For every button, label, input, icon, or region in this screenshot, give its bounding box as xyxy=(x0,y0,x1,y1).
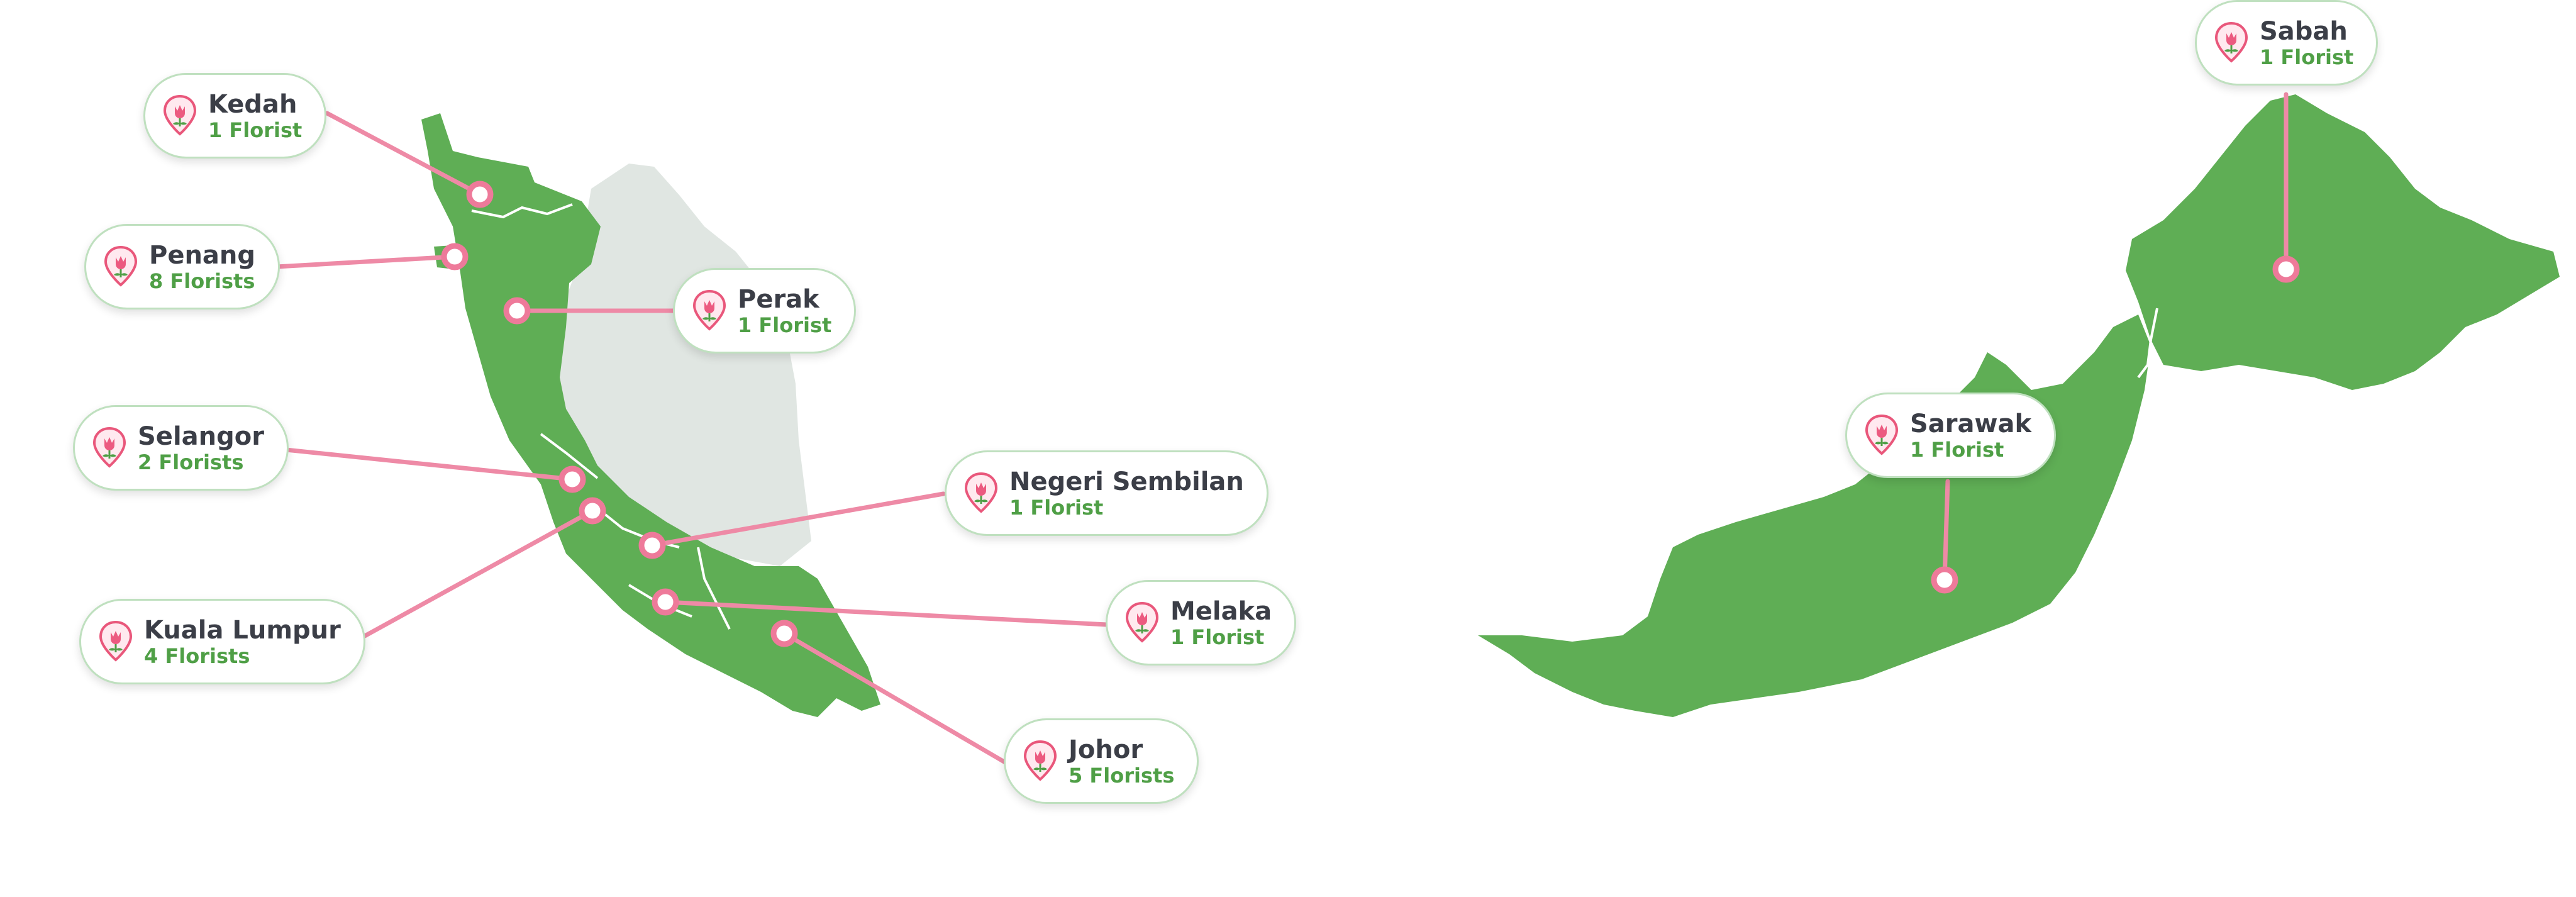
flower-pin-icon xyxy=(964,472,998,514)
florist-count: 1 Florist xyxy=(738,313,832,337)
region-east-peninsula xyxy=(553,164,811,566)
state-name: Selangor xyxy=(138,421,264,451)
state-name: Sabah xyxy=(2260,16,2348,46)
florist-count: 1 Florist xyxy=(2260,45,2354,69)
marker-kedah[interactable] xyxy=(466,181,494,208)
flower-pin-icon xyxy=(163,95,197,136)
florist-count: 4 Florists xyxy=(144,644,250,668)
state-name: Sarawak xyxy=(1910,409,2032,438)
marker-perak[interactable] xyxy=(503,297,531,325)
marker-johor[interactable] xyxy=(770,620,798,647)
state-name: Melaka xyxy=(1170,596,1272,626)
florist-count: 5 Florists xyxy=(1069,763,1175,788)
flower-pin-icon xyxy=(1023,740,1057,782)
florist-count: 8 Florists xyxy=(149,269,255,293)
marker-melaka[interactable] xyxy=(652,588,679,616)
flower-pin-icon xyxy=(92,427,126,469)
marker-penang[interactable] xyxy=(441,243,469,270)
state-name: Perak xyxy=(738,284,819,314)
marker-sabah[interactable] xyxy=(2272,255,2300,283)
marker-selangor[interactable] xyxy=(558,465,586,493)
state-name: Negeri Sembilan xyxy=(1009,467,1244,496)
florist-count: 1 Florist xyxy=(1910,437,2004,462)
flower-pin-icon xyxy=(99,621,133,662)
flower-pin-icon xyxy=(692,290,726,332)
marker-sarawak[interactable] xyxy=(1931,566,1958,594)
flower-pin-icon xyxy=(1865,415,1899,456)
state-name: Kedah xyxy=(208,89,297,119)
region-west-peninsula[interactable] xyxy=(421,113,880,717)
state-name: Johor xyxy=(1069,735,1143,764)
marker-negeri-sembilan[interactable] xyxy=(638,532,666,559)
florist-count: 2 Florists xyxy=(138,450,244,474)
region-sabah[interactable] xyxy=(2126,94,2560,390)
state-name: Kuala Lumpur xyxy=(144,615,341,645)
state-name: Penang xyxy=(149,240,256,270)
flower-pin-icon xyxy=(2214,22,2248,64)
location-markers xyxy=(441,181,2300,647)
region-sarawak[interactable] xyxy=(1478,315,2151,717)
florist-count: 1 Florist xyxy=(1009,495,1104,520)
sabah-sarawak-border xyxy=(2137,308,2158,379)
flower-pin-icon xyxy=(1125,602,1159,644)
florist-count: 1 Florist xyxy=(208,118,303,142)
florist-count: 1 Florist xyxy=(1170,625,1265,649)
marker-kuala-lumpur[interactable] xyxy=(579,497,606,525)
connector-lines xyxy=(274,92,2289,766)
flower-pin-icon xyxy=(104,246,138,287)
